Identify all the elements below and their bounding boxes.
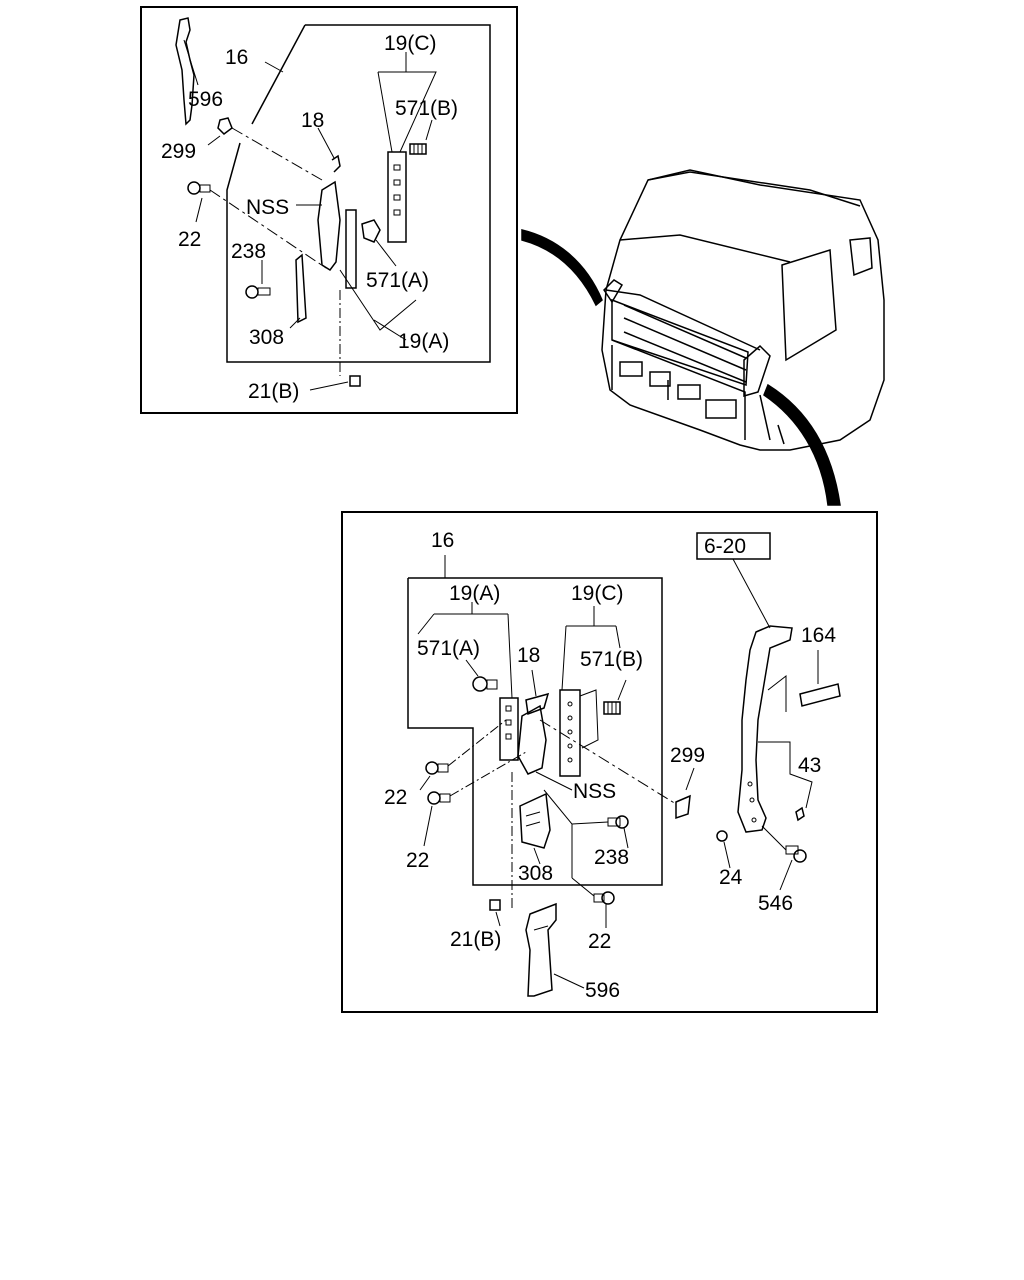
lower-part-18 bbox=[525, 692, 550, 716]
lower-label-43: 43 bbox=[798, 754, 821, 777]
lower-part-571a bbox=[472, 676, 498, 692]
upper-label-18: 18 bbox=[301, 109, 324, 132]
upper-label-16: 16 bbox=[225, 46, 248, 69]
lower-label-164: 164 bbox=[801, 624, 836, 647]
lower-part-21b bbox=[489, 899, 501, 911]
upper-part-19a bbox=[345, 209, 357, 289]
lower-part-24 bbox=[716, 830, 728, 842]
lower-label-22-a: 22 bbox=[384, 786, 407, 809]
upper-label-19a: 19(A) bbox=[398, 330, 449, 353]
upper-label-238: 238 bbox=[231, 240, 266, 263]
lower-label-571b: 571(B) bbox=[580, 648, 643, 671]
lower-part-43 bbox=[795, 806, 805, 822]
lower-part-164 bbox=[799, 683, 841, 707]
lower-label-ref-6-20: 6-20 bbox=[704, 535, 746, 558]
upper-label-21b: 21(B) bbox=[248, 380, 299, 403]
lower-part-571b bbox=[603, 701, 621, 715]
lower-group-outline bbox=[407, 577, 663, 886]
upper-label-571a: 571(A) bbox=[366, 269, 429, 292]
lower-part-nss bbox=[517, 704, 547, 775]
lower-part-22-b bbox=[427, 791, 451, 805]
upper-label-19c: 19(C) bbox=[384, 32, 437, 55]
lower-label-308: 308 bbox=[518, 862, 553, 885]
lower-label-24: 24 bbox=[719, 866, 743, 889]
lower-label-19c: 19(C) bbox=[571, 582, 624, 605]
lower-label-21b: 21(B) bbox=[450, 928, 501, 951]
upper-label-299: 299 bbox=[161, 140, 196, 163]
upper-part-238 bbox=[245, 285, 271, 299]
lower-label-596: 596 bbox=[585, 979, 620, 1002]
lower-part-19c bbox=[559, 689, 581, 777]
upper-part-299 bbox=[217, 117, 233, 135]
lower-label-16: 16 bbox=[431, 529, 454, 552]
lower-label-nss: NSS bbox=[573, 780, 616, 803]
lower-label-19a: 19(A) bbox=[449, 582, 500, 605]
lower-part-299 bbox=[675, 794, 691, 820]
upper-part-571b bbox=[409, 143, 427, 155]
upper-panel-frame bbox=[140, 6, 518, 414]
lower-part-308 bbox=[519, 792, 551, 849]
lower-label-571a: 571(A) bbox=[417, 637, 480, 660]
lower-label-546: 546 bbox=[758, 892, 793, 915]
upper-group-outline bbox=[226, 24, 491, 363]
lower-part-546 bbox=[785, 845, 807, 863]
upper-group-leader bbox=[251, 24, 306, 125]
upper-label-596: 596 bbox=[188, 88, 223, 111]
upper-label-22: 22 bbox=[178, 228, 201, 251]
lower-panel-frame bbox=[341, 511, 878, 1013]
upper-part-19c bbox=[387, 151, 407, 243]
lower-label-22-c: 22 bbox=[588, 930, 611, 953]
lower-part-238 bbox=[607, 815, 629, 829]
upper-part-18 bbox=[331, 154, 341, 173]
upper-label-308: 308 bbox=[249, 326, 284, 349]
upper-label-571b: 571(B) bbox=[395, 97, 458, 120]
truck-cab-illustration bbox=[601, 169, 885, 451]
lower-part-22-a bbox=[425, 761, 449, 775]
upper-label-nss: NSS bbox=[246, 196, 289, 219]
upper-part-nss bbox=[317, 180, 341, 272]
lower-label-18: 18 bbox=[517, 644, 540, 667]
upper-part-22 bbox=[187, 181, 211, 195]
lower-part-22-c bbox=[593, 891, 615, 905]
upper-part-308 bbox=[295, 253, 307, 324]
upper-panel bbox=[140, 6, 518, 414]
lower-part-19a bbox=[499, 697, 519, 761]
lower-label-238: 238 bbox=[594, 846, 629, 869]
lower-label-299: 299 bbox=[670, 744, 705, 767]
lower-part-pillar-panel bbox=[737, 625, 793, 833]
callout-swoosh-upper bbox=[521, 229, 603, 307]
lower-label-22-b: 22 bbox=[406, 849, 429, 872]
upper-part-571a bbox=[361, 219, 381, 243]
upper-part-21b bbox=[349, 375, 361, 387]
lower-panel bbox=[341, 511, 878, 1013]
upper-part-596 bbox=[175, 17, 195, 126]
lower-part-596 bbox=[525, 902, 557, 997]
callout-swoosh-lower bbox=[763, 383, 841, 506]
